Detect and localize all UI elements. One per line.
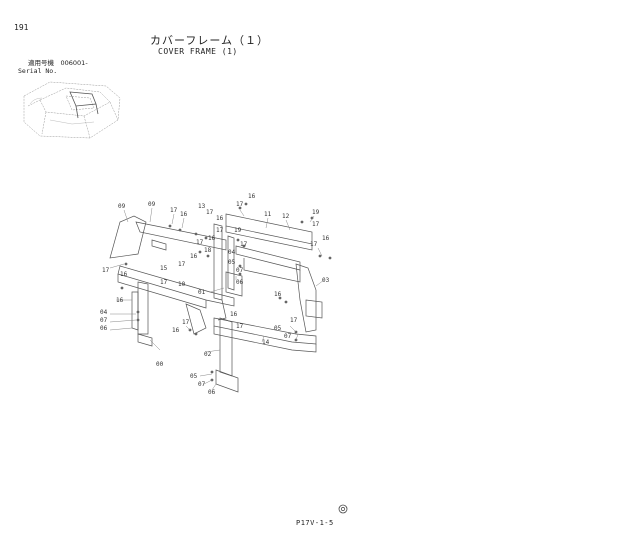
callout-17: 17 <box>216 227 224 234</box>
callout-16: 16 <box>322 235 330 242</box>
title-japanese: カバーフレーム（１） <box>150 34 270 47</box>
callout-07: 07 <box>198 381 206 388</box>
callout-16: 16 <box>216 215 224 222</box>
circled-registration-mark-icon <box>338 504 348 514</box>
callout-07: 07 <box>236 267 244 274</box>
callout-03: 03 <box>322 277 330 284</box>
frame-parts <box>109 213 323 393</box>
callout-16: 16 <box>190 253 198 260</box>
callout-17: 17 <box>178 261 186 268</box>
callout-16: 16 <box>116 297 124 304</box>
title-english: COVER FRAME (1) <box>158 47 238 56</box>
callout-17: 17 <box>312 221 320 228</box>
callout-18: 18 <box>204 247 212 254</box>
callout-16: 16 <box>120 271 128 278</box>
callout-17: 17 <box>206 209 214 216</box>
callout-17: 17 <box>240 241 248 248</box>
callout-19: 19 <box>312 209 320 216</box>
callout-17: 17 <box>102 267 110 274</box>
callout-04: 04 <box>100 309 108 316</box>
callout-09: 09 <box>118 203 126 210</box>
callout-09: 09 <box>148 201 156 208</box>
callout-13: 13 <box>198 203 206 210</box>
callout-05: 05 <box>228 259 236 266</box>
footer-code: P17V-1-5 <box>296 519 334 527</box>
callout-14: 14 <box>262 339 270 346</box>
serial-label-japanese: 適用号機 006001- <box>28 59 88 67</box>
callout-00: 00 <box>156 361 164 368</box>
callout-17: 17 <box>236 201 244 208</box>
callout-labels: 09 09 17 16 13 17 16 16 17 11 12 19 17 1… <box>100 193 330 396</box>
callout-17: 17 <box>290 317 298 324</box>
callout-01: 01 <box>198 289 206 296</box>
callout-16: 16 <box>208 235 216 242</box>
callout-10: 10 <box>178 281 186 288</box>
callout-17: 17 <box>310 241 318 248</box>
callout-11: 11 <box>264 211 272 218</box>
callout-17: 17 <box>170 207 178 214</box>
callout-15: 15 <box>160 265 168 272</box>
callout-17: 17 <box>236 323 244 330</box>
callout-07: 07 <box>284 333 292 340</box>
leader-lines <box>109 207 325 391</box>
callout-06: 06 <box>236 279 244 286</box>
callout-06: 06 <box>100 325 108 332</box>
callout-16: 16 <box>180 211 188 218</box>
callout-17: 17 <box>196 239 204 246</box>
callout-06: 06 <box>208 389 216 396</box>
callout-07: 07 <box>100 317 108 324</box>
callout-04: 04 <box>228 249 236 256</box>
callout-16: 16 <box>230 311 238 318</box>
machine-thumbnail <box>23 81 121 139</box>
callout-12: 12 <box>282 213 290 220</box>
callout-05: 05 <box>274 325 282 332</box>
callout-02: 02 <box>204 351 212 358</box>
page-number: 191 <box>14 23 29 32</box>
callout-16: 16 <box>274 291 282 298</box>
callout-17: 17 <box>182 319 190 326</box>
callout-19: 19 <box>234 227 242 234</box>
callout-16: 16 <box>248 193 256 200</box>
callout-05: 05 <box>190 373 198 380</box>
serial-label-english: Serial No. <box>18 67 58 75</box>
callout-16: 16 <box>172 327 180 334</box>
callout-17: 17 <box>160 279 168 286</box>
